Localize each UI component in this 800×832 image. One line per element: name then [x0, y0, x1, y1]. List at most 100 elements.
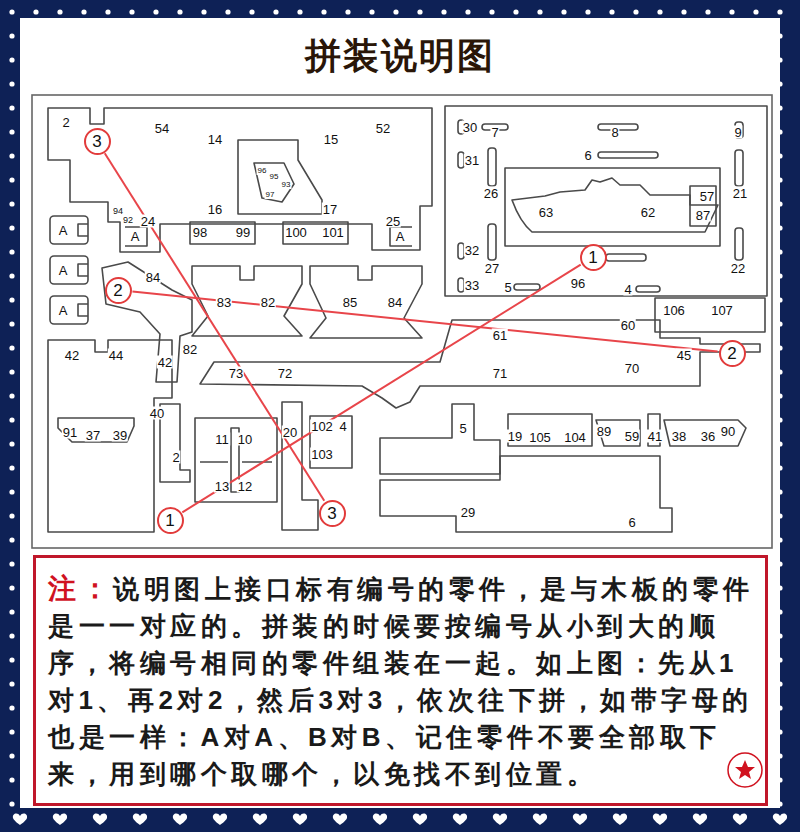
part-outline: [190, 222, 255, 244]
part-outline: [596, 420, 640, 446]
part-number: 83: [216, 296, 232, 309]
deck-outline: [200, 320, 760, 408]
part-outline: [48, 108, 432, 252]
part-number: 87: [695, 209, 711, 222]
part-number: 22: [730, 262, 746, 275]
part-number: 45: [676, 349, 692, 362]
part-number: 24: [140, 215, 156, 228]
step-circle: 3: [319, 500, 346, 527]
part-number: 2: [171, 451, 180, 464]
part-outline: [655, 298, 765, 332]
part-number: 63: [538, 206, 554, 219]
part-number: 42: [64, 349, 80, 362]
part-outline: [50, 256, 88, 284]
step-circle: 1: [157, 507, 184, 534]
part-number: 25: [385, 215, 401, 228]
part-number: 101: [321, 226, 345, 239]
step-number: 3: [327, 505, 336, 522]
part-number: 60: [620, 319, 636, 332]
part-number: 4: [623, 283, 632, 296]
match-line: [132, 291, 717, 351]
part-number: 8: [610, 126, 619, 139]
part-number: 19: [507, 430, 523, 443]
slot: [735, 150, 743, 186]
part-number: 11: [214, 433, 230, 446]
part-number: 26: [483, 187, 499, 200]
part-number: 5: [503, 281, 512, 294]
step-number: 1: [588, 249, 597, 266]
part-outline: [664, 420, 746, 446]
part-number: 82: [182, 343, 198, 356]
part-outline: [238, 140, 322, 214]
part-number: 54: [154, 122, 170, 135]
part-number: 4: [338, 420, 347, 433]
slot: [488, 148, 496, 186]
part-number: 32: [464, 244, 480, 257]
part-outline: [50, 296, 88, 324]
part-outline: [125, 227, 147, 246]
seal-ring: [728, 753, 762, 787]
part-outline: [78, 224, 88, 236]
part-outline: [78, 304, 88, 316]
part-outline: [380, 404, 500, 474]
step-number: 2: [113, 282, 122, 299]
part-number: 93: [281, 181, 292, 189]
frame-dots: [0, 0, 800, 808]
part-number: 44: [108, 349, 124, 362]
note-box: 注：说明图上接口标有编号的零件，是与木板的零件是一一对应的。拼装的时候要按编号从…: [33, 555, 768, 806]
part-number: 42: [157, 356, 173, 369]
step-number: 3: [92, 133, 101, 150]
part-number: 61: [492, 329, 508, 342]
part-outline: [390, 227, 412, 246]
step-circle: 3: [84, 128, 111, 155]
part-number: 59: [624, 430, 640, 443]
step-circle: 2: [105, 277, 132, 304]
part-outline: [505, 168, 720, 246]
frame-hearts: [0, 808, 800, 832]
part-number: 72: [277, 367, 293, 380]
ship-hull-outline: [512, 178, 718, 232]
part-number: 100: [284, 226, 308, 239]
part-number: 106: [662, 304, 686, 317]
part-number: 16: [207, 203, 223, 216]
step-circle: 1: [580, 244, 607, 271]
part-number: 7: [490, 126, 499, 139]
part-number: A: [58, 264, 69, 277]
part-number: 95: [269, 173, 280, 181]
slot: [735, 228, 743, 260]
page-title: 拼装说明图: [0, 34, 800, 77]
part-number: 103: [310, 448, 334, 461]
part-number: 41: [647, 430, 663, 443]
part-number: 84: [387, 296, 403, 309]
part-number: 82: [260, 296, 276, 309]
part-number: 29: [460, 506, 476, 519]
part-number: A: [58, 304, 69, 317]
step-circle: 2: [719, 340, 746, 367]
part-number: 30: [462, 121, 478, 134]
part-number: 21: [732, 187, 748, 200]
part-number: 102: [310, 420, 334, 433]
part-number: 96: [257, 167, 268, 175]
part-number: 6: [627, 516, 636, 529]
part-number: 90: [720, 425, 736, 438]
part-number: 38: [671, 430, 687, 443]
part-number: A: [395, 230, 406, 243]
part-outline: [192, 266, 302, 336]
inner-panel: [20, 18, 780, 808]
slot: [606, 254, 646, 261]
part-number: 12: [237, 480, 253, 493]
part-number: 71: [492, 367, 508, 380]
part-number: 62: [640, 206, 656, 219]
part-number: 10: [237, 433, 253, 446]
step-number: 1: [165, 512, 174, 529]
part-number: 17: [322, 203, 338, 216]
part-number: 15: [323, 133, 339, 146]
part-outline: [254, 163, 294, 202]
part-outline: [78, 264, 88, 276]
part-number: 97: [265, 191, 276, 199]
part-outline: [58, 418, 134, 442]
part-outline: [380, 456, 672, 532]
slot: [636, 286, 660, 292]
part-number: A: [58, 224, 69, 237]
